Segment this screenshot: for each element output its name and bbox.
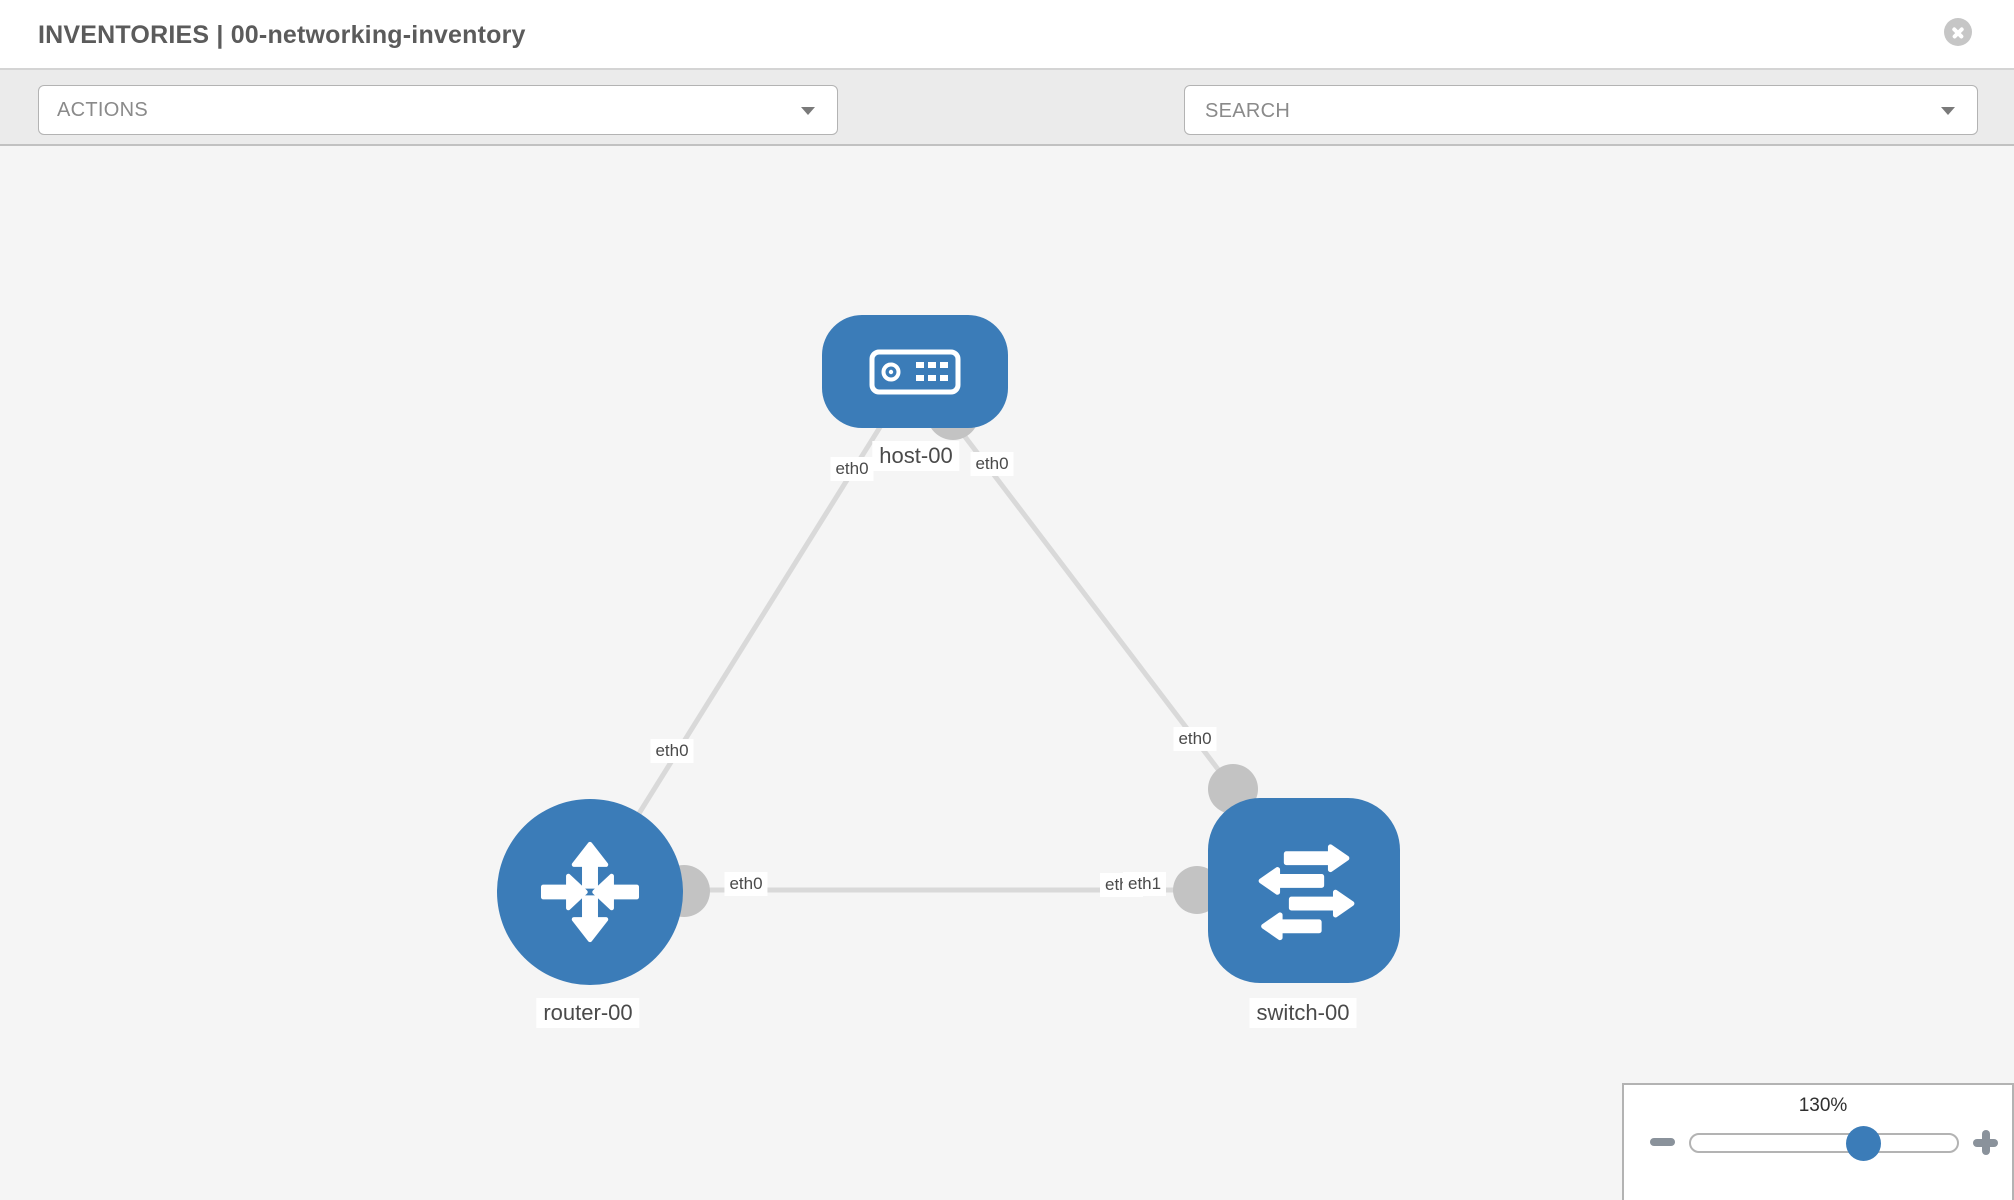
node-label-router: router-00 xyxy=(536,998,640,1028)
actions-dropdown-label: ACTIONS xyxy=(57,99,148,121)
interface-label: eth0 xyxy=(830,457,874,481)
node-host-00[interactable] xyxy=(822,315,1008,428)
node-label-host: host-00 xyxy=(872,441,960,471)
node-router-00[interactable] xyxy=(497,799,683,985)
caret-down-icon xyxy=(801,107,815,115)
close-icon[interactable] xyxy=(1944,18,1972,46)
zoom-in-icon[interactable] xyxy=(1973,1130,1998,1155)
node-switch-00[interactable] xyxy=(1208,798,1400,983)
topology-canvas[interactable]: eth0 eth0 eth0 eth0 eth0 eth0 eth1 host-… xyxy=(0,146,2014,1200)
interface-label: eth0 xyxy=(970,452,1014,476)
interface-label: eth0 xyxy=(724,872,768,896)
link-host-switch xyxy=(913,369,1235,791)
switch-icon xyxy=(1258,843,1355,940)
caret-down-icon xyxy=(1941,107,1955,115)
node-label-switch: switch-00 xyxy=(1249,998,1357,1028)
zoom-out-icon[interactable] xyxy=(1650,1138,1675,1146)
interface-label: eth1 xyxy=(1123,872,1167,896)
page-title: INVENTORIES | 00-networking-inventory xyxy=(38,21,526,49)
search-input[interactable] xyxy=(1203,86,1881,136)
host-icon xyxy=(869,349,961,394)
zoom-in-icon-bar xyxy=(1981,1130,1990,1155)
search-box[interactable] xyxy=(1184,85,1978,136)
interface-label: eth0 xyxy=(1173,727,1217,751)
router-icon xyxy=(540,841,640,943)
zoom-slider-track[interactable] xyxy=(1689,1133,1959,1153)
actions-dropdown[interactable]: ACTIONS xyxy=(38,85,838,135)
toolbar: ACTIONS xyxy=(0,70,2014,195)
topology-links xyxy=(587,369,1258,917)
zoom-level-value: 130% xyxy=(1798,1095,1848,1116)
zoom-panel: 130% xyxy=(1622,1083,2014,1200)
zoom-slider-thumb[interactable] xyxy=(1846,1126,1881,1161)
header: INVENTORIES | 00-networking-inventory xyxy=(0,0,2014,70)
interface-label: eth0 xyxy=(650,739,694,763)
